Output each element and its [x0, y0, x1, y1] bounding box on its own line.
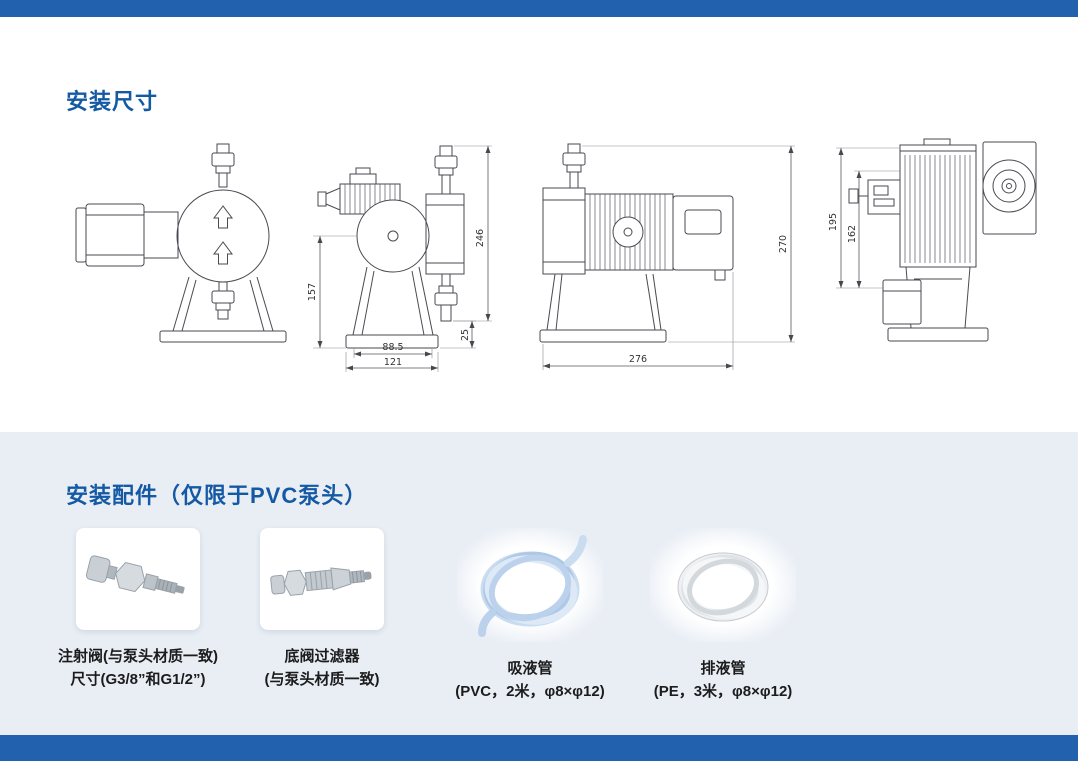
dim-label-25: 25	[460, 329, 471, 341]
dim-label-121: 121	[384, 357, 402, 368]
dim-label-88-5: 88.5	[382, 342, 403, 353]
discharge-tube-photo	[650, 528, 796, 642]
extension-lines	[836, 147, 900, 289]
accessory-caption: 吸液管 (PVC，2米，φ8×φ12)	[455, 658, 604, 703]
suction-tube-photo	[457, 528, 603, 642]
pump-view-front	[75, 143, 287, 343]
caption-line2: (与泵头材质一致)	[264, 670, 380, 688]
flow-up-arrow-icon	[213, 205, 233, 229]
accessory-item-suction-tube: 吸液管 (PVC，2米，φ8×φ12)	[430, 528, 630, 703]
caption-line1: 注射阀(与泵头材质一致)	[58, 648, 218, 665]
injection-valve-icon	[85, 555, 185, 594]
dimension-annotations-side-b: 276 270	[543, 146, 794, 369]
extension-lines	[542, 145, 795, 370]
accessories-section-title: 安装配件（仅限于PVC泵头）	[66, 483, 368, 508]
caption-line1: 底阀过滤器	[284, 648, 360, 665]
caption-line2: (PE，3米，φ8×φ12)	[653, 682, 793, 700]
dim-label-162: 162	[847, 225, 858, 243]
pump-view-side-b	[539, 143, 734, 343]
pump-view-side-a	[317, 145, 465, 349]
caption-line2: (PVC，2米，φ8×φ12)	[455, 682, 605, 700]
dim-label-270: 270	[778, 235, 789, 253]
technical-drawing-area: 157 246 88.5 121 25	[68, 138, 1038, 393]
injection-valve-photo	[76, 528, 200, 630]
discharge-tube-coil-icon	[677, 552, 769, 622]
dim-label-246: 246	[475, 229, 486, 247]
flow-up-arrow-icon	[213, 241, 233, 265]
foot-valve-filter-icon	[270, 567, 372, 596]
dim-label-157: 157	[307, 283, 318, 301]
top-accent-bar	[0, 0, 1078, 17]
caption-line2: 尺寸(G3/8”和G1/2”)	[70, 670, 206, 688]
foot-valve-filter-photo	[260, 528, 384, 630]
accessory-item-injection-valve: 注射阀(与泵头材质一致) 尺寸(G3/8”和G1/2”)	[38, 528, 238, 691]
dimension-annotations-side-a: 157 246 88.5 121 25	[307, 146, 491, 371]
suction-tube-coil-icon	[478, 535, 587, 637]
bottom-accent-bar	[0, 735, 1078, 761]
caption-line1: 排液管	[700, 660, 746, 677]
dimension-annotations-rear: 195 162	[828, 148, 862, 288]
dimensions-section-title: 安装尺寸	[66, 89, 159, 114]
accessory-item-foot-valve-filter: 底阀过滤器 (与泵头材质一致)	[222, 528, 422, 691]
accessory-caption: 底阀过滤器 (与泵头材质一致)	[265, 646, 380, 691]
accessory-item-discharge-tube: 排液管 (PE，3米，φ8×φ12)	[623, 528, 823, 703]
pump-view-rear	[848, 138, 1037, 342]
pump-technical-drawing: 157 246 88.5 121 25	[75, 138, 1037, 372]
caption-line1: 吸液管	[507, 660, 553, 677]
accessory-caption: 注射阀(与泵头材质一致) 尺寸(G3/8”和G1/2”)	[58, 646, 218, 691]
accessory-caption: 排液管 (PE，3米，φ8×φ12)	[654, 658, 793, 703]
dim-label-276: 276	[629, 354, 647, 365]
dim-label-195: 195	[828, 213, 839, 231]
